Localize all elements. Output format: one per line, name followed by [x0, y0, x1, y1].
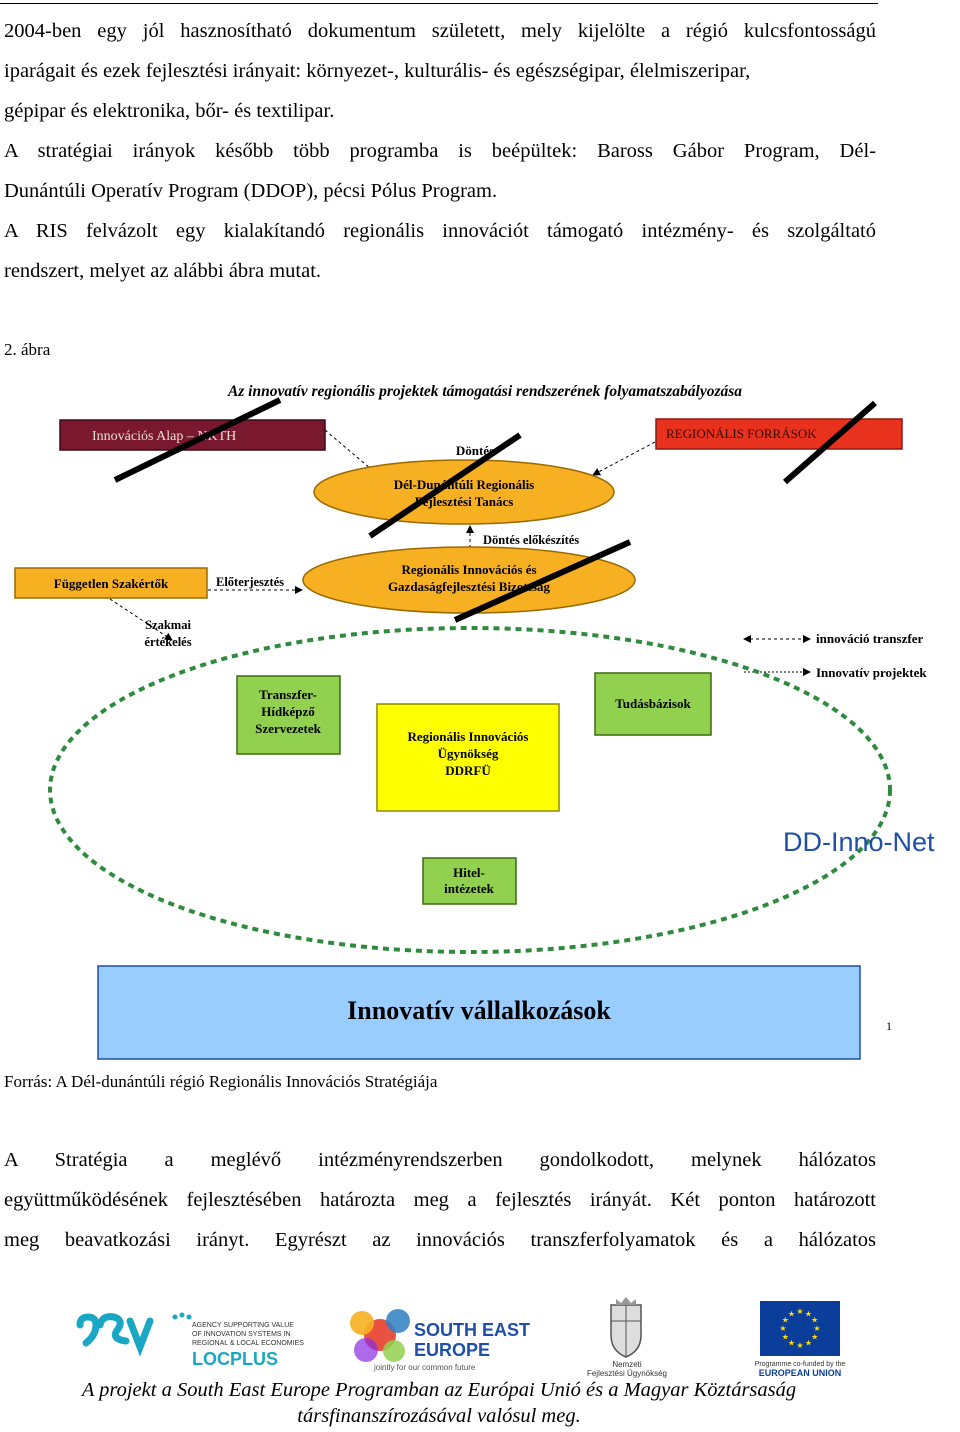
eu-star-icon: ★	[779, 1324, 786, 1333]
knowledge-box	[594, 672, 712, 736]
eu-star-icon: ★	[813, 1324, 820, 1333]
intro-line-1: 2004-ben egy jól hasznosítható dokumentu…	[4, 20, 876, 42]
outro-line-2: együttműködésének fejlesztésében határoz…	[4, 1189, 876, 1211]
evaluation-line-2: értékelés	[144, 635, 191, 649]
eu-stars: ★★★★★★★★★★★★	[779, 1307, 820, 1350]
eu-flag	[760, 1301, 840, 1356]
regional-sources-label: REGIONÁLIS FORRÁSOK	[666, 426, 817, 441]
eu-star-icon: ★	[782, 1333, 789, 1342]
intro-line-7: rendszert, melyet az alábbi ábra mutat.	[4, 260, 322, 282]
footnote-mark: 1	[886, 1019, 892, 1033]
strike-line-nkth	[113, 397, 282, 483]
decision-label: Döntés	[456, 443, 494, 458]
nfu-line-2: Fejlesztési Ügynökség	[587, 1369, 667, 1378]
council-ellipse	[313, 459, 615, 525]
footer-line-1: A projekt a South East Europe Programban…	[81, 1379, 797, 1401]
regional-sources-box	[655, 418, 903, 450]
agency-line-3: DDRFÜ	[445, 763, 491, 778]
south-east-europe-logo: SOUTH EAST EUROPE jointly for our common…	[350, 1309, 530, 1372]
nfu-line-1: Nemzeti	[612, 1360, 642, 1369]
eu-star-icon: ★	[788, 1309, 795, 1318]
transfer-line-2: Hídképző	[261, 704, 315, 719]
credit-box	[422, 857, 517, 905]
figure-caption: 2. ábra	[4, 340, 51, 359]
experts-box	[14, 567, 208, 599]
see-line-2: EUROPE	[414, 1340, 490, 1360]
arrow-experts-eval	[109, 598, 173, 641]
transfer-line-1: Transzfer-	[259, 687, 317, 702]
eu-logo: ★★★★★★★★★★★★ Programme co-funded by the …	[755, 1301, 846, 1378]
committee-line-2: Gazdaságfejlesztési Bizottság	[388, 579, 551, 594]
eu-star-icon: ★	[796, 1307, 803, 1316]
credit-line-1: Hitel-	[453, 865, 485, 880]
decision-prep-label: Döntés előkészítés	[483, 533, 579, 547]
transfer-line-3: Szervezetek	[255, 721, 321, 736]
outro-line-3: meg beavatkozási irányt. Egyrészt az inn…	[4, 1229, 876, 1251]
eu-star-icon: ★	[805, 1309, 812, 1318]
nfu-logo: Nemzeti Fejlesztési Ügynökség	[587, 1297, 667, 1378]
outro-line-1: A Stratégia a meglévő intézményrendszerb…	[4, 1149, 876, 1171]
strike-line-council	[368, 432, 522, 539]
companies-box	[97, 965, 861, 1060]
council-line-2: Fejlesztési Tanács	[415, 494, 514, 509]
footer-text: A projekt a South East Europe Programban…	[0, 1377, 878, 1429]
agency-line-2: Ügynökség	[438, 746, 499, 761]
intro-line-2: iparágait és ezek fejlesztési irányait: …	[4, 60, 751, 82]
eu-star-icon: ★	[805, 1339, 812, 1348]
logo-strip: AGENCY SUPPORTING VALUE OF INNOVATION SY…	[76, 1297, 846, 1378]
eu-line-2: EUROPEAN UNION	[759, 1368, 842, 1378]
source-text: Forrás: A Dél-dunántúli régió Regionális…	[4, 1072, 438, 1091]
innovation-system-diagram: Az innovatív regionális projektek támoga…	[14, 383, 935, 1060]
see-line-1: SOUTH EAST	[414, 1320, 530, 1340]
knowledge-label: Tudásbázisok	[615, 696, 691, 711]
intro-line-4: A stratégiai irányok később több program…	[4, 140, 876, 162]
companies-label: Innovatív vállalkozások	[347, 996, 611, 1025]
eu-star-icon: ★	[788, 1339, 795, 1348]
network-ellipse	[48, 626, 892, 954]
agency-box	[376, 703, 560, 812]
arrow-sources-council	[592, 441, 656, 476]
strike-line-sources	[783, 400, 877, 485]
eu-line-1: Programme co-funded by the	[755, 1361, 846, 1368]
intro-line-5: Dunántúli Operatív Program (DDOP), pécsi…	[4, 180, 498, 202]
network-name: DD-Inno-Net	[783, 827, 935, 857]
committee-line-1: Regionális Innovációs és	[401, 562, 536, 577]
transfer-box	[236, 675, 341, 755]
council-line-1: Dél-Dunántúli Regionális	[394, 477, 535, 492]
strike-line-committee	[453, 539, 632, 623]
isv-line-3: REGIONAL & LOCAL ECONOMIES	[192, 1340, 304, 1347]
eu-star-icon: ★	[811, 1333, 818, 1342]
eu-star-icon: ★	[796, 1341, 803, 1350]
submission-label: Előterjesztés	[216, 575, 284, 589]
experts-label: Független Szakértők	[54, 576, 169, 591]
legend-projects-label: Innovatív projektek	[816, 665, 927, 680]
intro-line-3: gépipar és elektronika, bőr- és textilip…	[4, 100, 335, 122]
top-rule	[0, 3, 878, 4]
legend-transfer-label: innováció transzfer	[816, 631, 923, 646]
isv-line-1: AGENCY SUPPORTING VALUE	[192, 1322, 294, 1329]
agency-line-1: Regionális Innovációs	[408, 729, 529, 744]
credit-line-2: intézetek	[444, 881, 495, 896]
intro-line-6: A RIS felvázolt egy kialakítandó regioná…	[4, 220, 876, 242]
isv-locplus-logo: AGENCY SUPPORTING VALUE OF INNOVATION SY…	[76, 1312, 304, 1369]
evaluation-line-1: Szakmai	[145, 618, 191, 632]
eu-star-icon: ★	[782, 1316, 789, 1325]
isv-line-2: OF INNOVATION SYSTEMS IN	[192, 1331, 291, 1338]
see-tagline: jointly for our common future	[373, 1363, 476, 1372]
diagram-title: Az innovatív regionális projektek támoga…	[227, 383, 742, 400]
locplus-text: LOCPLUS	[192, 1349, 278, 1369]
footer-line-2: társfinanszírozásával valósul meg.	[297, 1405, 581, 1427]
eu-star-icon: ★	[811, 1316, 818, 1325]
